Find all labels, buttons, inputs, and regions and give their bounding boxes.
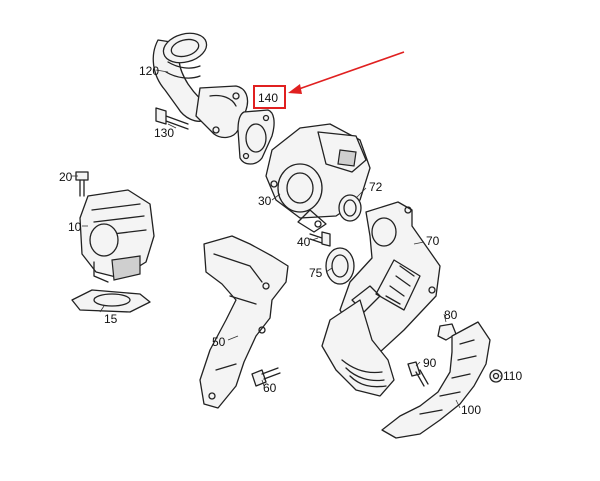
label-15: 15 <box>104 312 118 326</box>
highlight-box-140 <box>253 85 286 109</box>
highlight-arrow <box>288 51 405 94</box>
label-120: 120 <box>139 64 160 78</box>
label-50: 50 <box>212 335 226 349</box>
label-75: 75 <box>309 266 323 280</box>
label-20: 20 <box>59 170 73 184</box>
label-100: 100 <box>461 403 482 417</box>
label-140: 140 <box>258 91 279 105</box>
part-20-bolt <box>75 171 89 197</box>
part-30-egr-valve <box>265 123 371 233</box>
label-90: 90 <box>423 356 437 370</box>
part-120-intake-pipe <box>152 32 249 139</box>
label-10: 10 <box>68 220 82 234</box>
part-exhaust-pipe <box>321 299 395 397</box>
label-130: 130 <box>154 126 175 140</box>
part-140-gasket <box>237 109 275 165</box>
part-75-gasket <box>325 247 355 285</box>
part-40-bolt <box>309 231 331 247</box>
part-50-bracket <box>199 235 289 409</box>
part-100-heat-shield <box>381 321 491 439</box>
part-15-gasket <box>71 289 151 313</box>
part-10-actuator-housing <box>79 189 155 283</box>
label-40: 40 <box>297 235 311 249</box>
part-130-bolt <box>155 107 189 130</box>
label-30: 30 <box>258 194 272 208</box>
label-70: 70 <box>426 234 440 248</box>
part-72-gasket <box>338 194 362 222</box>
label-60: 60 <box>263 381 277 395</box>
label-110: 110 <box>503 369 523 383</box>
leader-lines <box>72 69 502 409</box>
label-72: 72 <box>369 180 383 194</box>
label-80: 80 <box>444 308 458 322</box>
